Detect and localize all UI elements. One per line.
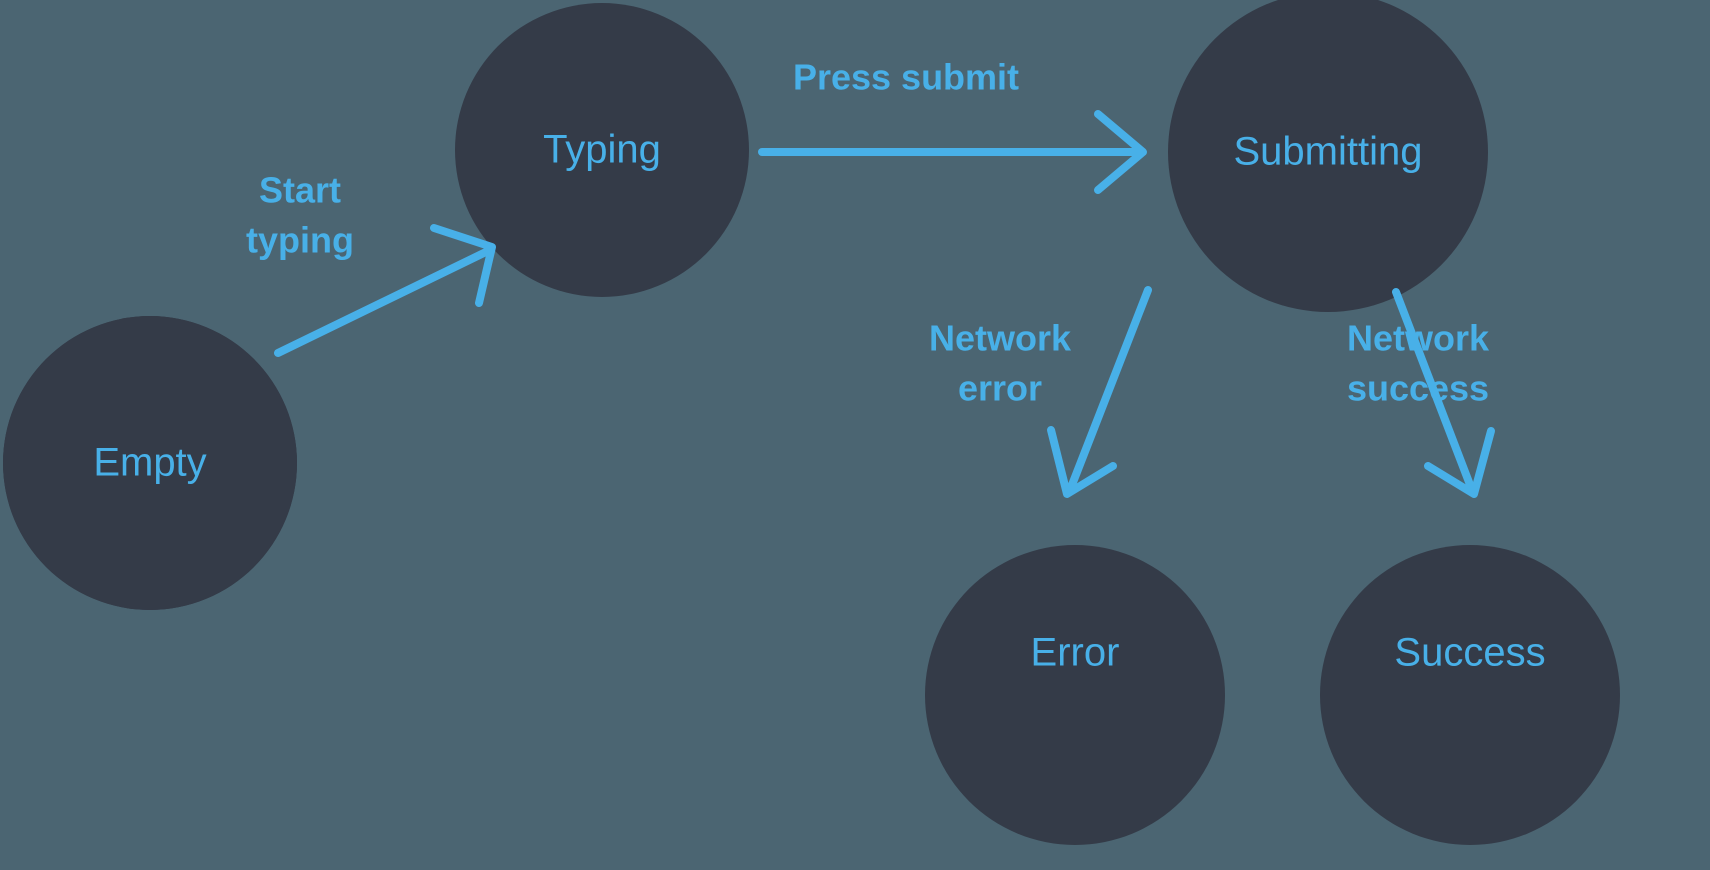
state-node-success-circle[interactable] [1320,545,1620,845]
state-node-submitting-label: Submitting [1234,130,1423,174]
transition-network-error-arrowhead [1047,426,1117,498]
state-node-typing-circle[interactable] [455,3,749,297]
transition-start-typing-label-line1: Start [259,170,341,211]
transition-start-typing-label-line2: typing [246,220,354,261]
transition-network-error[interactable]: Network error [929,286,1152,498]
state-node-error-label: Error [1031,631,1120,675]
transition-press-submit[interactable]: Press submit [758,57,1147,194]
transition-start-typing[interactable]: Start typing [246,170,496,357]
state-node-error-circle[interactable] [925,545,1225,845]
state-node-empty-label: Empty [93,441,206,485]
transition-network-error-label-line1: Network [929,318,1072,359]
state-node-empty-circle-geom [3,316,297,610]
transition-network-error-line [1066,286,1152,494]
transition-press-submit-label: Press submit [793,57,1019,98]
state-node-typing-label: Typing [543,128,661,172]
transition-network-success-line [1392,288,1476,494]
state-node-submitting[interactable]: Submitting [1168,0,1488,312]
transition-network-success-arrowhead [1424,427,1495,498]
state-node-submitting-circle[interactable] [1168,0,1488,312]
transition-start-typing-line [274,246,494,357]
transition-network-success-label-line2: success [1347,368,1489,409]
state-node-typing[interactable]: Typing [455,3,749,297]
transition-network-error-label-line2: error [958,368,1042,409]
transition-start-typing-arrowhead [430,224,496,307]
state-node-success-label: Success [1394,631,1545,675]
state-node-success[interactable]: Success [1320,545,1620,845]
state-node-error[interactable]: Error [925,545,1225,845]
transition-network-success-label-line1: Network [1347,318,1490,359]
transition-press-submit-arrowhead [1094,110,1147,194]
state-node-empty[interactable]: Empty [3,316,297,610]
transition-network-success[interactable]: Network success [1347,288,1495,498]
